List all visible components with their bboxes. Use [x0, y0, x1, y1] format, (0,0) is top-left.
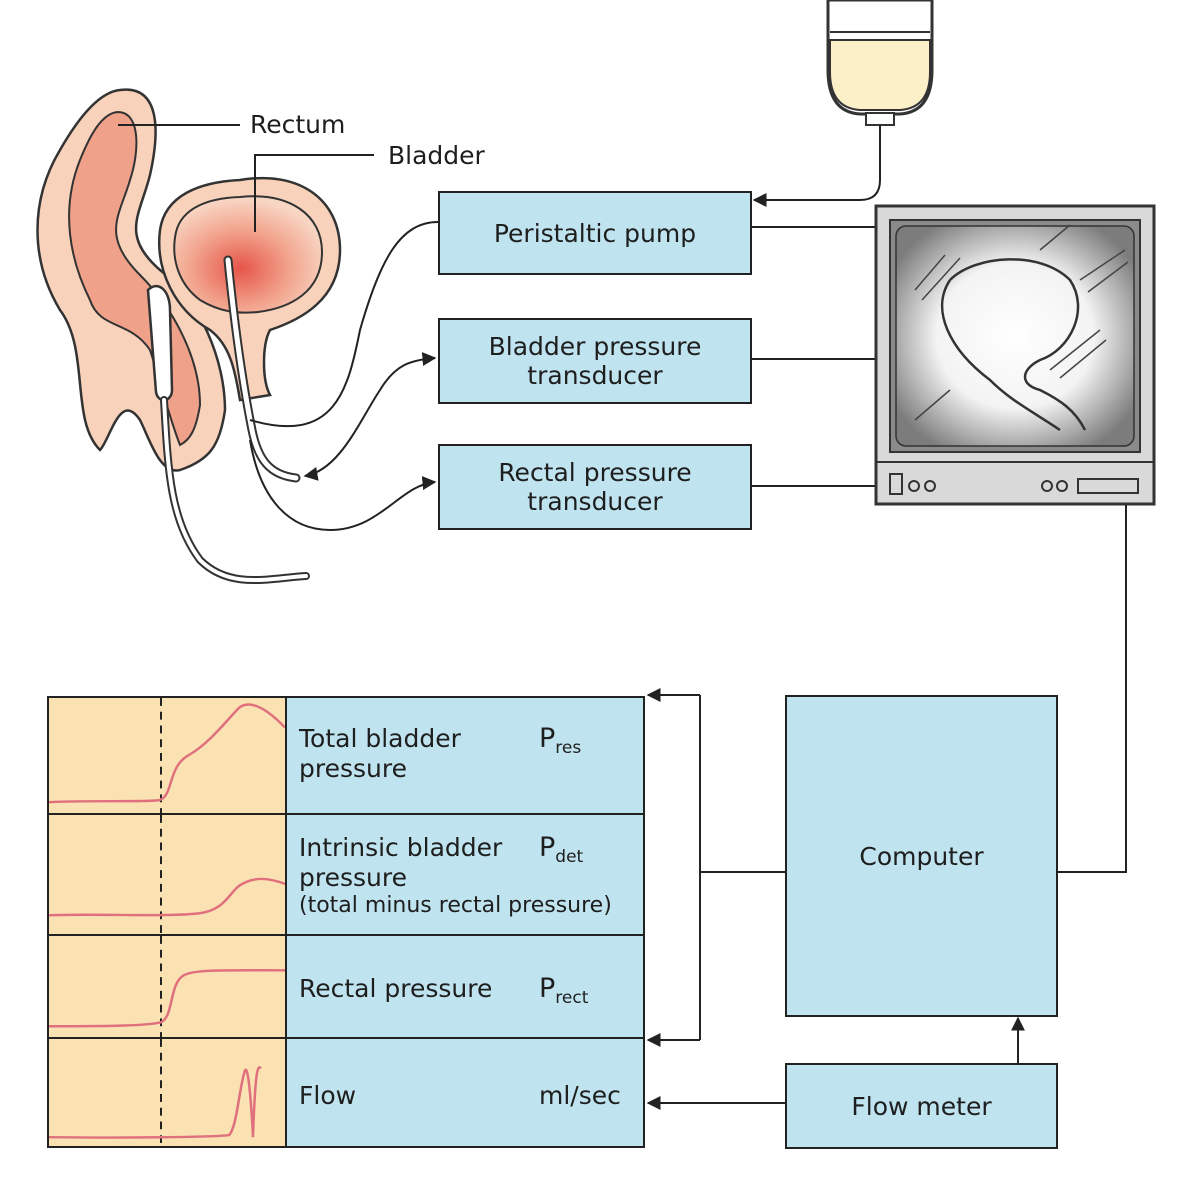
bladder-illustration: [158, 176, 342, 483]
computer-box: Computer: [785, 695, 1058, 1017]
row-name-flow: Flow: [299, 1081, 356, 1111]
row-name-line: pressure: [299, 863, 407, 892]
symbol-subscript: res: [555, 738, 582, 758]
row-symbol-pdet: Pdet: [539, 833, 583, 872]
rectal-transducer-label-line1: Rectal pressure: [498, 458, 692, 487]
monitor-icon: [874, 204, 1156, 506]
peristaltic-pump-label: Peristaltic pump: [493, 218, 697, 248]
computer-label: Computer: [859, 841, 984, 871]
rectal-pressure-transducer-box: Rectal pressure transducer: [438, 444, 752, 530]
symbol-subscript: det: [555, 847, 584, 867]
output-row-flow: Flow ml/sec: [47, 1037, 645, 1148]
symbol-text: ml/sec: [539, 1081, 621, 1110]
trace-intrinsic-bladder-pressure: [49, 815, 287, 934]
flow-meter-label: Flow meter: [851, 1091, 992, 1121]
fluid-bag-icon: [826, 0, 934, 126]
rectum-label: Rectum: [250, 110, 346, 139]
row-name-intrinsic-bladder-pressure: Intrinsic bladder pressure (total minus …: [299, 833, 612, 919]
rectum-illustration: [36, 88, 227, 472]
peristaltic-pump-box: Peristaltic pump: [438, 191, 752, 275]
row-name-line: Flow: [299, 1081, 357, 1110]
bladder-transducer-label-line2: transducer: [527, 361, 663, 390]
output-row-intrinsic-bladder-pressure: Intrinsic bladder pressure (total minus …: [47, 813, 645, 936]
bladder-transducer-label-line1: Bladder pressure: [488, 332, 702, 361]
row-symbol-pres: Pres: [539, 724, 581, 763]
row-symbol-flow-unit: ml/sec: [539, 1081, 621, 1111]
bladder-label: Bladder: [388, 141, 485, 170]
rectal-transducer-label-line2: transducer: [527, 487, 663, 516]
row-note: (total minus rectal pressure): [299, 893, 612, 918]
trace-rectal-pressure: [49, 936, 287, 1037]
row-name-line: Intrinsic bladder: [299, 833, 503, 862]
row-name-rectal-pressure: Rectal pressure: [299, 974, 492, 1004]
row-name-line: pressure: [299, 754, 407, 783]
output-row-rectal-pressure: Rectal pressure Prect: [47, 934, 645, 1039]
row-symbol-prect: Prect: [539, 974, 588, 1013]
row-name-line: Total bladder: [299, 724, 461, 753]
symbol-subscript: rect: [555, 988, 589, 1008]
output-row-total-bladder-pressure: Total bladder pressure Pres: [47, 696, 645, 815]
symbol-text: P: [539, 723, 556, 754]
symbol-text: P: [539, 832, 556, 863]
symbol-text: P: [539, 973, 556, 1004]
trace-total-bladder-pressure: [49, 698, 287, 813]
row-name-line: Rectal pressure: [299, 974, 493, 1003]
trace-flow: [49, 1039, 287, 1146]
flow-meter-box: Flow meter: [785, 1063, 1058, 1149]
row-name-total-bladder-pressure: Total bladder pressure: [299, 724, 461, 784]
bladder-pressure-transducer-box: Bladder pressure transducer: [438, 318, 752, 404]
